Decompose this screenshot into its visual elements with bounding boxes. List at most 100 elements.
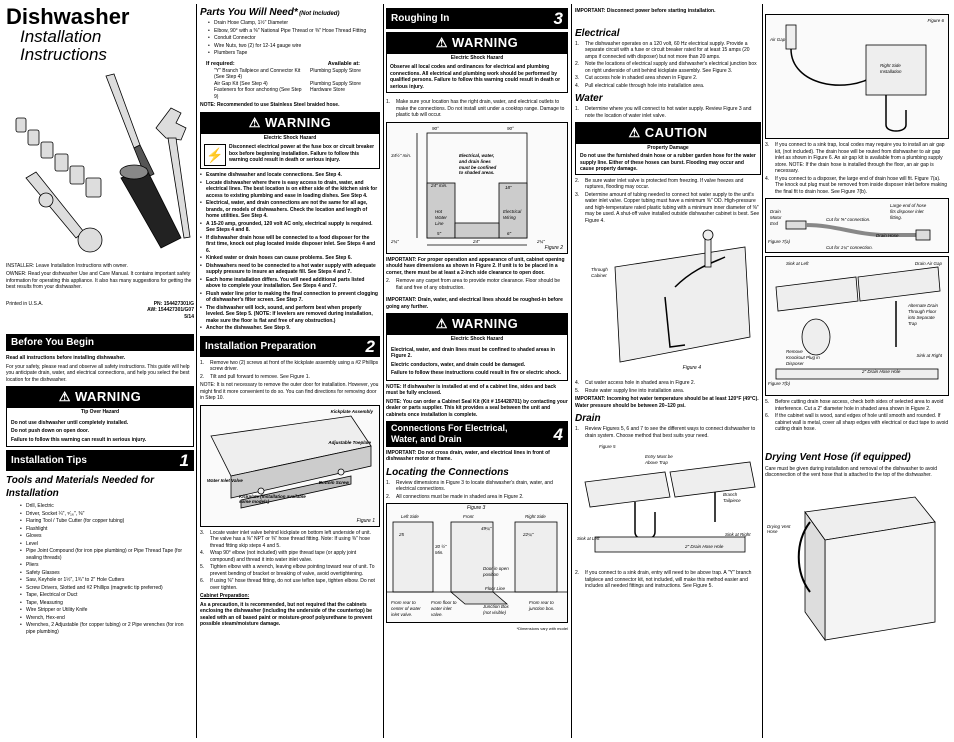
printed-in: Printed in U.S.A. (6, 300, 43, 307)
tools-list-item: Flashlight (20, 526, 194, 533)
tools-list-item: Level (20, 541, 194, 548)
warning-icon: ⚠ (435, 316, 448, 332)
required-source: Hardware Store (310, 87, 346, 94)
fig6-label-a: Air Gap (770, 37, 786, 42)
water-header: Water (575, 93, 603, 104)
fig4-label-through: Through Cabinet (591, 267, 608, 279)
fig2-label-c: 34½" min. (391, 152, 412, 158)
electrical-header: Electrical (575, 27, 620, 39)
print-date: 5/14 (184, 313, 194, 320)
owner-note: OWNER: Read your dishwasher Use and Care… (6, 271, 192, 291)
warning-icon: ⚠ (58, 389, 71, 405)
tools-list-item: Driver, Socket ¼", ⁵⁄₁₆", ⅜" (20, 511, 194, 518)
fig3-label-f: 49¼" (481, 526, 492, 532)
before-text-2: For your safety, please read and observe… (6, 363, 190, 383)
elec-step-3: 3.Cut access hole in shaded area shown i… (575, 75, 698, 81)
rough-note-1: NOTE: If dishwasher is installed at end … (386, 383, 557, 397)
tools-list-item: Screw Drivers, Slotted and #2 Phillips (… (20, 585, 194, 592)
prep-step-3: 3.Locate water inlet valve behind kickpl… (200, 529, 371, 549)
warning-subtitle: Electric Shock Hazard (263, 134, 317, 141)
fig2-label-i: 5" (437, 230, 442, 236)
required-table-header: If required:Available at: (206, 60, 360, 67)
fig1-label-kickplate-note: Kickplate (installation available some m… (239, 493, 306, 505)
fig5-label-d: Sink at Right (725, 532, 751, 538)
fig3-label-l: From rear to junction box. (529, 600, 555, 612)
fig3-label-j: From floor to water inlet valve. (431, 600, 457, 618)
tools-illustration (6, 68, 194, 263)
figure-2-caption: Figure 2 (544, 245, 563, 252)
fig3-label-b: Front (463, 514, 474, 520)
sink-drain-drawing (584, 461, 756, 553)
prep-step-5: 5.Tighten elbow with a wrench, leaving e… (200, 564, 375, 577)
column-4: IMPORTANT: Disconnect power before start… (575, 0, 761, 742)
tools-list-item: Wrenches, 2 Adjustable (for copper tubin… (20, 622, 194, 635)
tips-bullets-item: Flush water line prior to making the fin… (200, 291, 380, 304)
caution-subtitle: Property Damage (647, 144, 689, 151)
fig2-label-b: 90° (507, 125, 514, 131)
drain-step-5: 5.Before cutting drain hose access, chec… (765, 399, 944, 412)
warning-line-1: Electrical, water, and drain lines must … (391, 346, 555, 360)
tips-bullets-item: A 15-20 amp, grounded, 120 volt AC only,… (200, 221, 380, 234)
disposer-drawing (775, 266, 941, 380)
figure-6: Figure 6 Air Gap Right Side Installation (765, 14, 949, 139)
fig5-label-c: Sink at Left (577, 536, 600, 542)
figure-vent: Drying Vent Hose (765, 481, 949, 642)
tips-bullets-item: Electrical, water, and drain connections… (200, 200, 380, 220)
water-step-3: 3.Determine amount of tubing needed to c… (575, 191, 760, 224)
fig7b-label-e: Sink at Right (916, 353, 942, 358)
water-step-5: 5.Route water supply line into installat… (575, 387, 685, 394)
figure-7b: Sink at Left Drain Air Gap Alternate Dra… (765, 256, 949, 396)
fig2-label-a: 90° (432, 125, 439, 131)
figure-1-caption: Figure 1 (356, 518, 375, 525)
fig7a-label-b: Cut for ⅝" connection. (826, 217, 871, 222)
warning-text: Disconnect electrical power at the fuse … (229, 144, 375, 164)
fig6-label-b: Right Side Installation (880, 63, 902, 74)
required-row: Air Gap Kit (See Step 4)Plumbing Supply … (208, 81, 380, 88)
water-step-1: 1.Determine where you will connect to ho… (575, 106, 752, 119)
parts-list-item: Plumbers Tape (208, 50, 380, 57)
tools-list: Drill, ElectricDriver, Socket ¼", ⁵⁄₁₆",… (6, 503, 194, 635)
print-info: Printed in U.S.A. PN: 154427301/G AW: 15… (6, 301, 194, 321)
drain-step-4: 4.If you connect to a disposer, the larg… (765, 175, 948, 195)
dimensions-drawing (387, 521, 567, 605)
required-source: Plumbing Supply Store (310, 67, 361, 74)
drying-vent-header: Drying Vent Hose (if equipped) (765, 451, 911, 463)
warning-subtitle: Electric Shock Hazard (450, 54, 504, 61)
cabinet-prep-text: As a precaution, it is recommended, but … (200, 601, 373, 628)
property-caution: ⚠ CAUTION Property Damage Do not use the… (575, 122, 761, 175)
electric-warning: ⚠ WARNING Electric Shock Hazard ⚡ Discon… (200, 111, 380, 170)
tools-list-item: Tape, Measuring (20, 600, 194, 607)
figure-2: 90° 90° 34½" min. 24" min. 18" Electrica… (386, 121, 568, 254)
drain-step-6: 6.If the cabinet wall is wood, sand edge… (765, 413, 949, 432)
fig3-footnote: *Dimensions vary with model (516, 626, 568, 632)
fig7b-label-f: 2" Drain Hose Hole (862, 369, 901, 374)
required-row: Fasteners for floor anchoring (See Step … (208, 87, 380, 100)
figure-5: Figure 5 Entry Must be Above Trap Branch… (575, 442, 761, 568)
installer-note: INSTALLER: Leave Installation Instructio… (6, 262, 128, 269)
vent-figure-label: Drying Vent Hose (767, 523, 791, 535)
tools-list-item: Flaring Tool / Tube Cutter (for copper t… (20, 518, 194, 525)
rough-important-1: IMPORTANT: For proper operation and appe… (386, 256, 565, 276)
tips-bullets-item: If dishwasher drain hose will be connect… (200, 235, 380, 255)
figure-5-caption: Figure 5 (599, 444, 616, 450)
warning-line-2: Do not push down on open door. (11, 428, 90, 435)
loc-step-1: 1.Review dimensions in Figure 3 to locat… (386, 479, 553, 493)
drain-step-2: 2.If you connect to a sink drain, entry … (575, 570, 752, 590)
required-item: "Y" Branch Tailpiece and Connector Kit (… (214, 67, 301, 81)
drain-step-3: 3.If you connect to a sink trap, local c… (765, 142, 945, 174)
elec-step-1: 1.The dishwasher operates on a 120 volt,… (575, 40, 750, 60)
fig3-label-g: Door in open position (483, 566, 509, 578)
fig3-label-d: 25 (399, 532, 405, 538)
tips-bullets-item: Examine dishwasher and locate connection… (200, 172, 380, 179)
prep-step-6: 6.If using ⅜" hose thread fitting, do no… (200, 578, 375, 591)
water-temp-important: IMPORTANT: Incoming hot water temperatur… (575, 396, 759, 409)
doc-subtitle-1: Installation (20, 27, 102, 46)
tips-bullets-item: Dishwashers need to be connected to a ho… (200, 263, 380, 276)
required-source: Plumbing Supply Store (310, 80, 361, 87)
conn-important: IMPORTANT: Do not cross drain, water, an… (386, 449, 550, 463)
fig1-label-kickplate: Kickplate Assembly (330, 408, 373, 414)
fig2-label-g: Hot Water Line (435, 208, 447, 226)
rough-note-2: NOTE: You can order a Cabinet Seal Kit (… (386, 398, 568, 418)
